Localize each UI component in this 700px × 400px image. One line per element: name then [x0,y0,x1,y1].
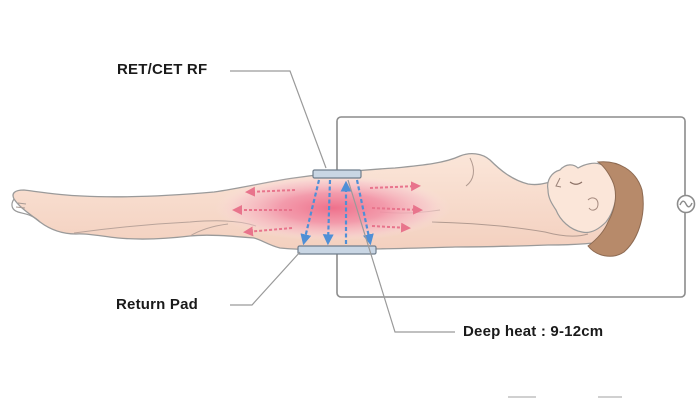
return-pad-label: Return Pad [116,296,198,313]
rf-electrode [313,170,361,178]
probe-label: RET/CET RF [117,61,207,78]
return-pad [298,246,376,254]
ac-sine-wave-icon [678,196,695,213]
depth-label: Deep heat : 9-12cm [463,323,603,340]
footer-marks [508,396,622,398]
